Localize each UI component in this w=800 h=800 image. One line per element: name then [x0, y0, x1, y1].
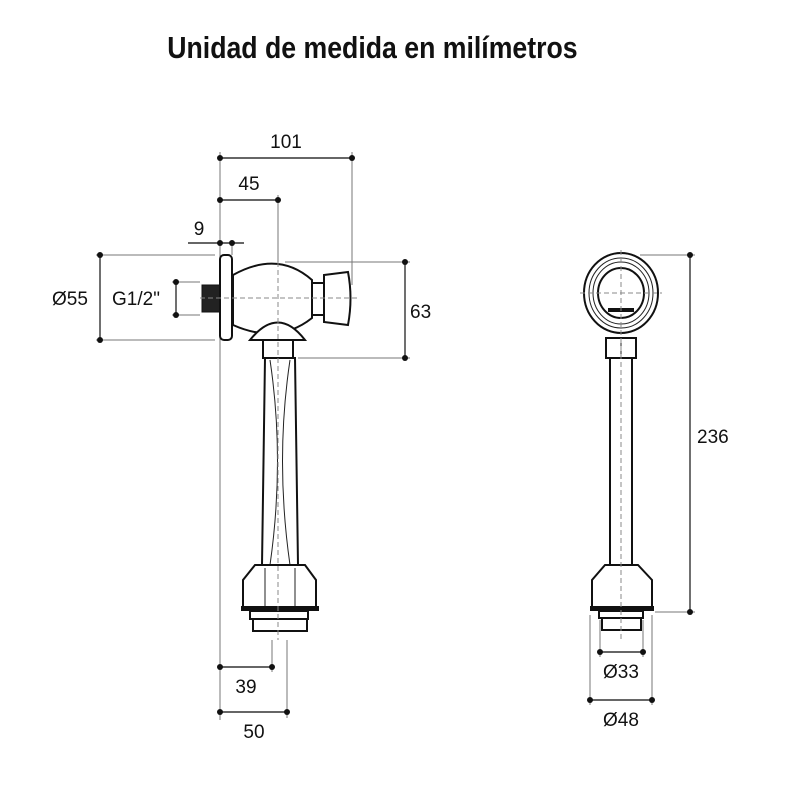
- dim-236: 236: [697, 427, 729, 448]
- dim-50: 50: [243, 722, 264, 743]
- dim-9: 9: [194, 219, 205, 240]
- dim-thread: G1/2": [112, 289, 160, 310]
- page-title: Unidad de medida en milímetros: [167, 30, 578, 65]
- dim-39: 39: [235, 677, 256, 698]
- front-bottom-nut: [591, 564, 653, 609]
- dim-45: 45: [238, 174, 259, 195]
- valve-body: [232, 262, 313, 335]
- dim-diameter-55: Ø55: [52, 289, 88, 310]
- dim-diameter-33: Ø33: [603, 662, 639, 683]
- dim-diameter-48: Ø48: [603, 710, 639, 731]
- bottom-nut: [242, 564, 317, 609]
- front-view: 236 Ø33 Ø48: [580, 250, 729, 731]
- dim-101: 101: [270, 132, 302, 153]
- side-view: 101 45 9 Ø55 G1/2" 63 39 50: [52, 132, 431, 743]
- pipe: [260, 357, 300, 566]
- dim-63: 63: [410, 302, 431, 323]
